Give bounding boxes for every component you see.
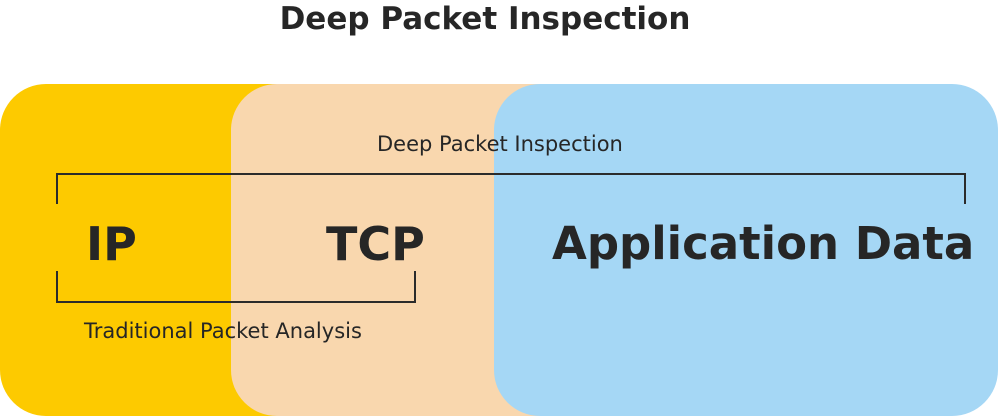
traditional-packet-analysis-label: Traditional Packet Analysis bbox=[84, 319, 362, 343]
ip-label: IP bbox=[86, 217, 137, 271]
tcp-label: TCP bbox=[326, 217, 425, 271]
traditional-packet-analysis-bracket bbox=[56, 271, 416, 303]
page-title: Deep Packet Inspection bbox=[279, 1, 691, 37]
deep-packet-inspection-bracket bbox=[56, 173, 966, 204]
deep-packet-inspection-label: Deep Packet Inspection bbox=[377, 132, 623, 156]
application-data-block bbox=[494, 84, 998, 416]
application-data-label: Application Data bbox=[552, 217, 975, 270]
